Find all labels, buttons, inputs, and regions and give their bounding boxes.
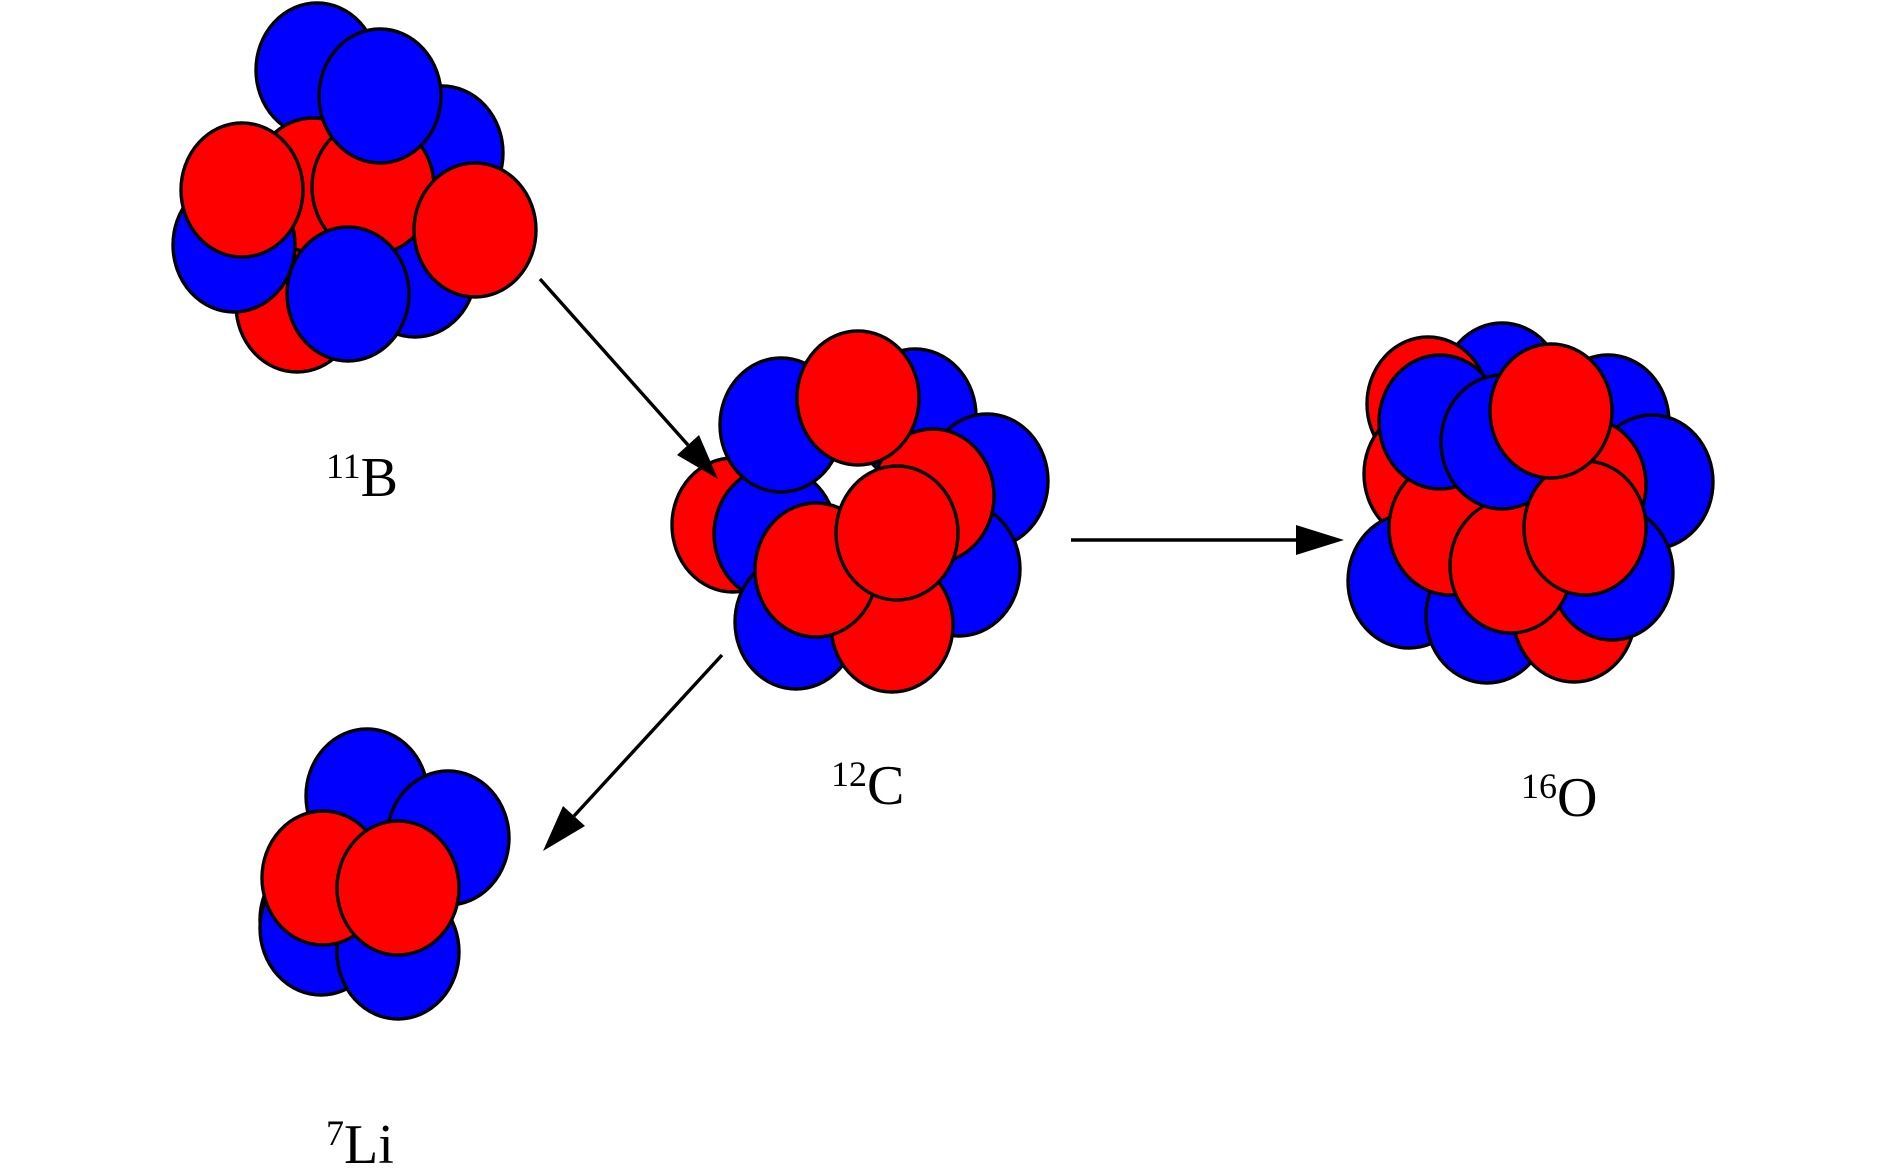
neutron-sphere [317,27,443,165]
proton-sphere [834,464,960,602]
label-oxygen-16: 16O [1521,766,1597,829]
label-boron-11: 11B [326,446,398,509]
label-boron-11-symbol: B [361,447,398,509]
arrow-b11-to-c12 [538,277,718,479]
label-lithium-7-symbol: Li [344,1114,394,1171]
neutron-sphere [285,225,411,363]
proton-sphere [335,819,461,957]
proton-sphere [412,161,538,299]
arrow-c12-to-li7 [543,653,724,851]
label-oxygen-16-mass: 16 [1521,766,1557,806]
label-lithium-7-mass: 7 [326,1113,344,1153]
label-carbon-12: 12C [831,754,904,817]
label-boron-11-mass: 11 [326,446,361,486]
label-lithium-7: 7Li [326,1113,394,1171]
label-carbon-12-symbol: C [867,755,904,817]
nucleus-boron-11 [171,1,538,374]
proton-sphere [795,329,921,467]
label-oxygen-16-symbol: O [1557,767,1597,829]
nucleus-carbon-12 [670,329,1050,694]
proton-sphere [179,121,305,259]
label-carbon-12-mass: 12 [831,754,867,794]
arrow-c12-to-o16 [1071,525,1344,555]
proton-sphere [1522,459,1648,597]
nucleus-lithium-7 [258,727,511,1021]
nucleus-oxygen-16 [1346,321,1715,685]
proton-sphere [1488,342,1614,480]
